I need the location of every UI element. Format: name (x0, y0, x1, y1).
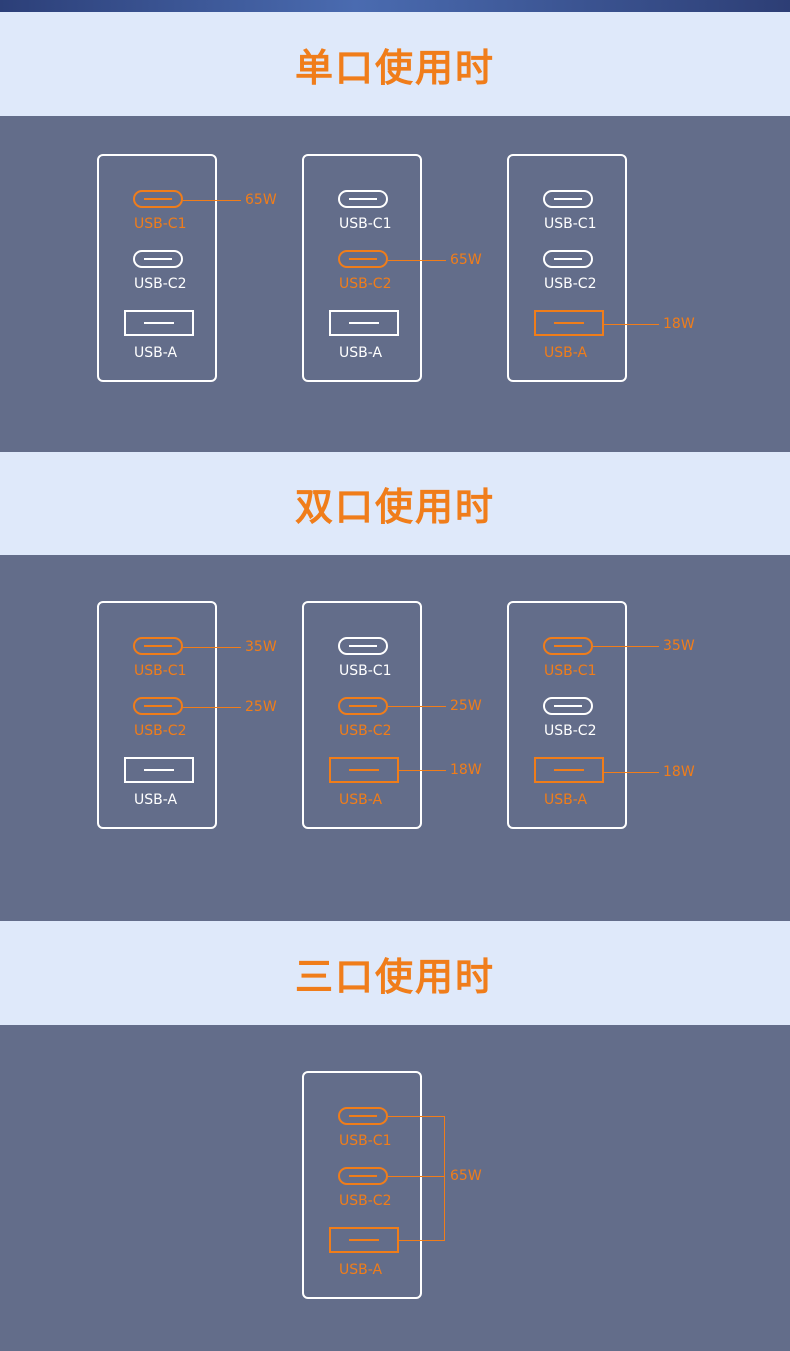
watt-label: 65W (245, 192, 277, 208)
section-title-dual: 双口使用时 (294, 485, 495, 529)
usb-a-port (329, 310, 399, 336)
section-header-triple: 三口使用时 (0, 921, 790, 1025)
watt-label: 18W (663, 316, 695, 332)
section-header-dual: 双口使用时 (0, 452, 790, 555)
usb-c2-port (338, 250, 388, 268)
top-banner-strip (0, 0, 790, 12)
usb-a-port (329, 757, 399, 783)
usb-c2-label: USB-C2 (339, 723, 392, 739)
section-header-single: 单口使用时 (0, 12, 790, 116)
usb-a-label: USB-A (544, 792, 588, 808)
usb-c2-port (338, 697, 388, 715)
charger-dual-c2-a: USB-C1 USB-C2 USB-A (302, 601, 422, 829)
usb-a-label: USB-A (134, 345, 178, 361)
usb-c1-port (133, 637, 183, 655)
usb-c1-label: USB-C1 (134, 216, 187, 232)
usb-c2-port (133, 250, 183, 268)
usb-c2-port (338, 1167, 388, 1185)
usb-c2-label: USB-C2 (339, 276, 392, 292)
lead-line (388, 706, 446, 707)
usb-c1-port (543, 637, 593, 655)
section-title-triple: 三口使用时 (294, 954, 495, 999)
usb-c2-label: USB-C2 (134, 276, 187, 292)
usb-c2-label: USB-C2 (134, 723, 187, 739)
watt-label: 35W (663, 638, 695, 654)
bracket-line-c1 (388, 1116, 444, 1117)
usb-c2-port (543, 250, 593, 268)
lead-line (603, 772, 659, 773)
usb-c1-port (338, 190, 388, 208)
usb-c2-label: USB-C2 (544, 723, 597, 739)
usb-c1-port (338, 637, 388, 655)
usb-a-label: USB-A (339, 1262, 383, 1278)
usb-a-port (124, 310, 194, 336)
watt-label: 18W (663, 764, 695, 780)
section-title-single: 单口使用时 (294, 45, 495, 90)
watt-label: 25W (450, 698, 482, 714)
usb-c2-port (543, 697, 593, 715)
usb-a-label: USB-A (339, 345, 383, 361)
panel-triple: USB-C1 USB-C2 USB-A 65W (0, 1025, 790, 1351)
charger-dual-c1-a: USB-C1 USB-C2 USB-A (507, 601, 627, 829)
usb-c1-label: USB-C1 (339, 216, 392, 232)
lead-line (603, 324, 659, 325)
charger-single-c1: USB-C1 USB-C2 USB-A (97, 154, 217, 382)
usb-c1-port (543, 190, 593, 208)
usb-c2-label: USB-C2 (544, 276, 597, 292)
usb-c1-label: USB-C1 (339, 1133, 392, 1149)
watt-label: 35W (245, 639, 277, 655)
usb-c2-label: USB-C2 (339, 1193, 392, 1209)
usb-c1-label: USB-C1 (544, 216, 597, 232)
panel-single: USB-C1 USB-C2 USB-A 65W USB-C1 USB-C2 US… (0, 116, 790, 452)
usb-a-port (534, 310, 604, 336)
watt-label: 25W (245, 699, 277, 715)
lead-line (388, 260, 446, 261)
lead-line (593, 646, 659, 647)
usb-c1-label: USB-C1 (544, 663, 597, 679)
charger-single-c2: USB-C1 USB-C2 USB-A (302, 154, 422, 382)
usb-c1-port (338, 1107, 388, 1125)
charger-triple: USB-C1 USB-C2 USB-A (302, 1071, 422, 1299)
watt-label: 18W (450, 762, 482, 778)
usb-a-port (124, 757, 194, 783)
lead-line (183, 647, 241, 648)
lead-line (183, 200, 241, 201)
watt-label-total: 65W (450, 1168, 482, 1184)
panel-dual: USB-C1 USB-C2 USB-A 35W 25W USB-C1 USB-C… (0, 555, 790, 921)
usb-a-label: USB-A (134, 792, 178, 808)
charger-single-a: USB-C1 USB-C2 USB-A (507, 154, 627, 382)
charger-dual-c1-c2: USB-C1 USB-C2 USB-A (97, 601, 217, 829)
usb-a-label: USB-A (544, 345, 588, 361)
watt-label: 65W (450, 252, 482, 268)
usb-a-label: USB-A (339, 792, 383, 808)
usb-c1-port (133, 190, 183, 208)
bracket-vertical (444, 1116, 445, 1241)
lead-line (183, 707, 241, 708)
usb-a-port (534, 757, 604, 783)
usb-a-port (329, 1227, 399, 1253)
lead-line (398, 770, 446, 771)
usb-c1-label: USB-C1 (134, 663, 187, 679)
bracket-line-c2 (388, 1176, 444, 1177)
bracket-line-a (398, 1240, 444, 1241)
usb-c2-port (133, 697, 183, 715)
usb-c1-label: USB-C1 (339, 663, 392, 679)
